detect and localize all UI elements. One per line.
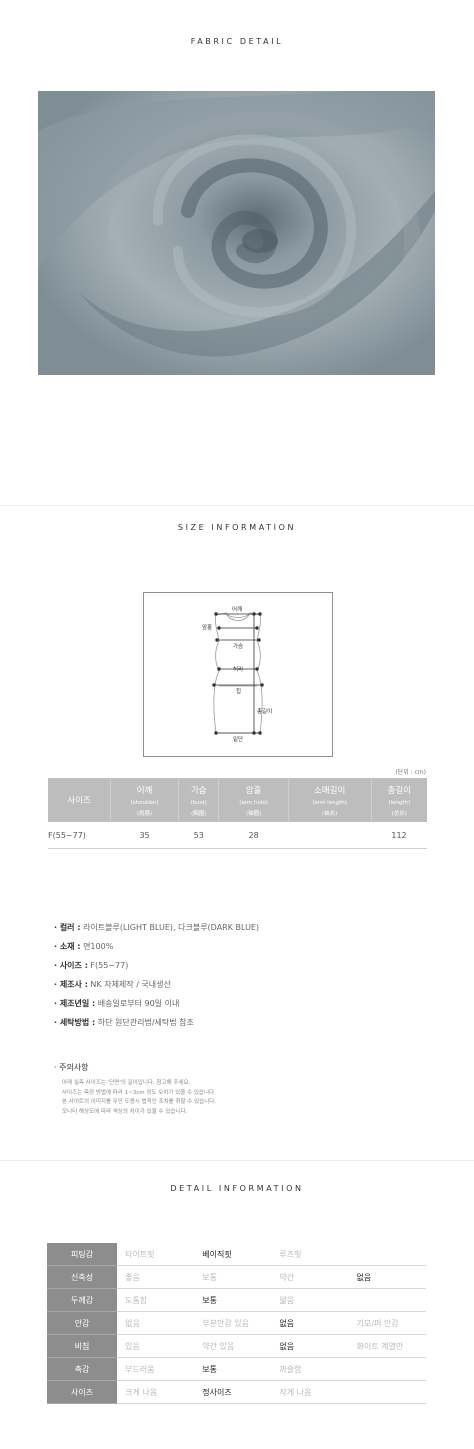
list-item: · 소재 : 면100%: [54, 942, 114, 951]
dress-sketch: [212, 612, 264, 735]
diagram-label-shoulder: 어깨: [232, 607, 243, 613]
detail-row-label: 신축성: [47, 1265, 118, 1289]
detail-information-title: DETAIL INFORMATION: [170, 1184, 304, 1193]
notice-line: 본 사이트의 이미지를 무단 도용시 법적인 조치를 취할 수 있습니다.: [62, 1099, 217, 1105]
notice-title: · 주의사항: [54, 1063, 89, 1072]
size-diagram: 어깨 암홀 가슴 허리 힙 총길이 밑단: [143, 592, 333, 757]
detail-option: 보통: [194, 1265, 272, 1289]
detail-option: 부분안감 있음: [194, 1311, 272, 1335]
detail-option-selected: 베이직핏: [194, 1243, 272, 1266]
list-item: · 제조사 : NK 자체제작 / 국내생산: [54, 980, 171, 989]
size-information-title: SIZE INFORMATION: [177, 523, 297, 532]
detail-option: [348, 1357, 426, 1381]
section-divider: [0, 1160, 474, 1161]
arm-length-cell: [288, 822, 372, 849]
list-item: · 제조년일 : 배송일로부터 90일 이내: [54, 999, 180, 1008]
detail-option: 얇음: [271, 1288, 349, 1312]
detail-option-selected: 보통: [194, 1357, 272, 1381]
product-info-list: · 컬러 : 라이트블루(LIGHT BLUE), 다크블루(DARK BLUE…: [54, 922, 259, 1036]
size-header-length: 총길이 (length) (总长): [370, 778, 427, 822]
detail-option: 루즈핏: [271, 1243, 349, 1266]
detail-option: [348, 1288, 426, 1312]
detail-option-selected: 없음: [271, 1334, 349, 1358]
size-header-shoulder: 어깨 (shoulder) (肩膀): [109, 778, 179, 822]
diagram-label-hip: 힙: [236, 689, 242, 695]
detail-option-selected: 보통: [194, 1288, 272, 1312]
detail-option: 타이트핏: [117, 1243, 195, 1266]
notice-line: 사이즈는 측정 방법에 따라 1~3cm 정도 오차가 있을 수 있습니다.: [62, 1089, 216, 1096]
detail-option: 화이트 계열만: [348, 1334, 426, 1358]
notice-line: 아래 실측 사이즈는 '단면'의 길이입니다. 참고해 주세요.: [62, 1080, 191, 1086]
section-divider: [0, 505, 474, 506]
unit-label: (단위 : cm): [395, 769, 426, 776]
list-item: · 사이즈 : F(55~77): [54, 961, 129, 970]
detail-row-label: 비침: [47, 1334, 118, 1358]
size-header-armhole: 암홀 (arm hole) (袖圈): [218, 778, 289, 822]
length-cell: 112: [371, 822, 427, 849]
size-table: 사이즈 어깨 (shoulder) (肩膀) 가슴 (bust) (胸围) 암홀…: [48, 778, 427, 849]
size-cell: F(55~77): [48, 822, 111, 849]
detail-option: 좋음: [117, 1265, 195, 1289]
detail-row-label: 사이즈: [47, 1380, 118, 1404]
notice-block: · 주의사항 아래 실측 사이즈는 '단면'의 길이입니다. 참고해 주세요. …: [54, 1062, 216, 1117]
shoulder-cell: 35: [110, 822, 179, 849]
list-item: · 세탁방법 : 하단 원단관리법/세탁법 참조: [54, 1018, 194, 1027]
detail-row-label: 안감: [47, 1311, 118, 1335]
detail-option: 작게 나옴: [271, 1380, 349, 1404]
diagram-label-bust: 가슴: [233, 644, 244, 650]
detail-option: 까슬함: [271, 1357, 349, 1381]
detail-option: 약간 있음: [194, 1334, 272, 1358]
diagram-label-armhole: 암홀: [202, 625, 213, 631]
table-row: F(55~77) 35 53 28 112: [48, 822, 427, 849]
detail-option: [348, 1380, 426, 1404]
detail-option: [348, 1243, 426, 1266]
notice-line: 모니터 해상도에 따라 색상의 차이가 있을 수 있습니다.: [62, 1108, 188, 1115]
detail-option: 도톰함: [117, 1288, 195, 1312]
detail-option: 부드러움: [117, 1357, 195, 1381]
detail-option-selected: 없음: [348, 1265, 426, 1289]
detail-option: 있음: [117, 1334, 195, 1358]
fabric-photo: [38, 91, 435, 375]
detail-option: 크게 나옴: [117, 1380, 195, 1404]
detail-row-label: 두께감: [47, 1288, 118, 1312]
size-header-bust: 가슴 (bust) (胸围): [178, 778, 219, 822]
size-header-arm-length: 소매길이 (arm length) (袖长): [287, 778, 372, 822]
list-item: · 컬러 : 라이트블루(LIGHT BLUE), 다크블루(DARK BLUE…: [54, 923, 260, 932]
detail-option: 없음: [117, 1311, 195, 1335]
detail-row-label: 피팅감: [47, 1243, 118, 1266]
diagram-label-length: 총길이: [257, 709, 273, 715]
armhole-cell: 28: [218, 822, 289, 849]
detail-row-label: 촉감: [47, 1357, 118, 1381]
size-header-size: 사이즈: [48, 778, 111, 822]
fabric-detail-title: FABRIC DETAIL: [190, 37, 284, 46]
detail-option-selected: 없음: [271, 1311, 349, 1335]
detail-option: 기모/퍼 안감: [348, 1311, 426, 1335]
diagram-label-waist: 허리: [233, 667, 244, 673]
bust-cell: 53: [178, 822, 219, 849]
detail-option-selected: 정사이즈: [194, 1380, 272, 1404]
fabric-swirl-image: [38, 91, 435, 375]
size-table-header: 사이즈 어깨 (shoulder) (肩膀) 가슴 (bust) (胸围) 암홀…: [48, 778, 427, 822]
detail-option: 약간: [271, 1265, 349, 1289]
diagram-label-hem: 밑단: [233, 737, 244, 743]
